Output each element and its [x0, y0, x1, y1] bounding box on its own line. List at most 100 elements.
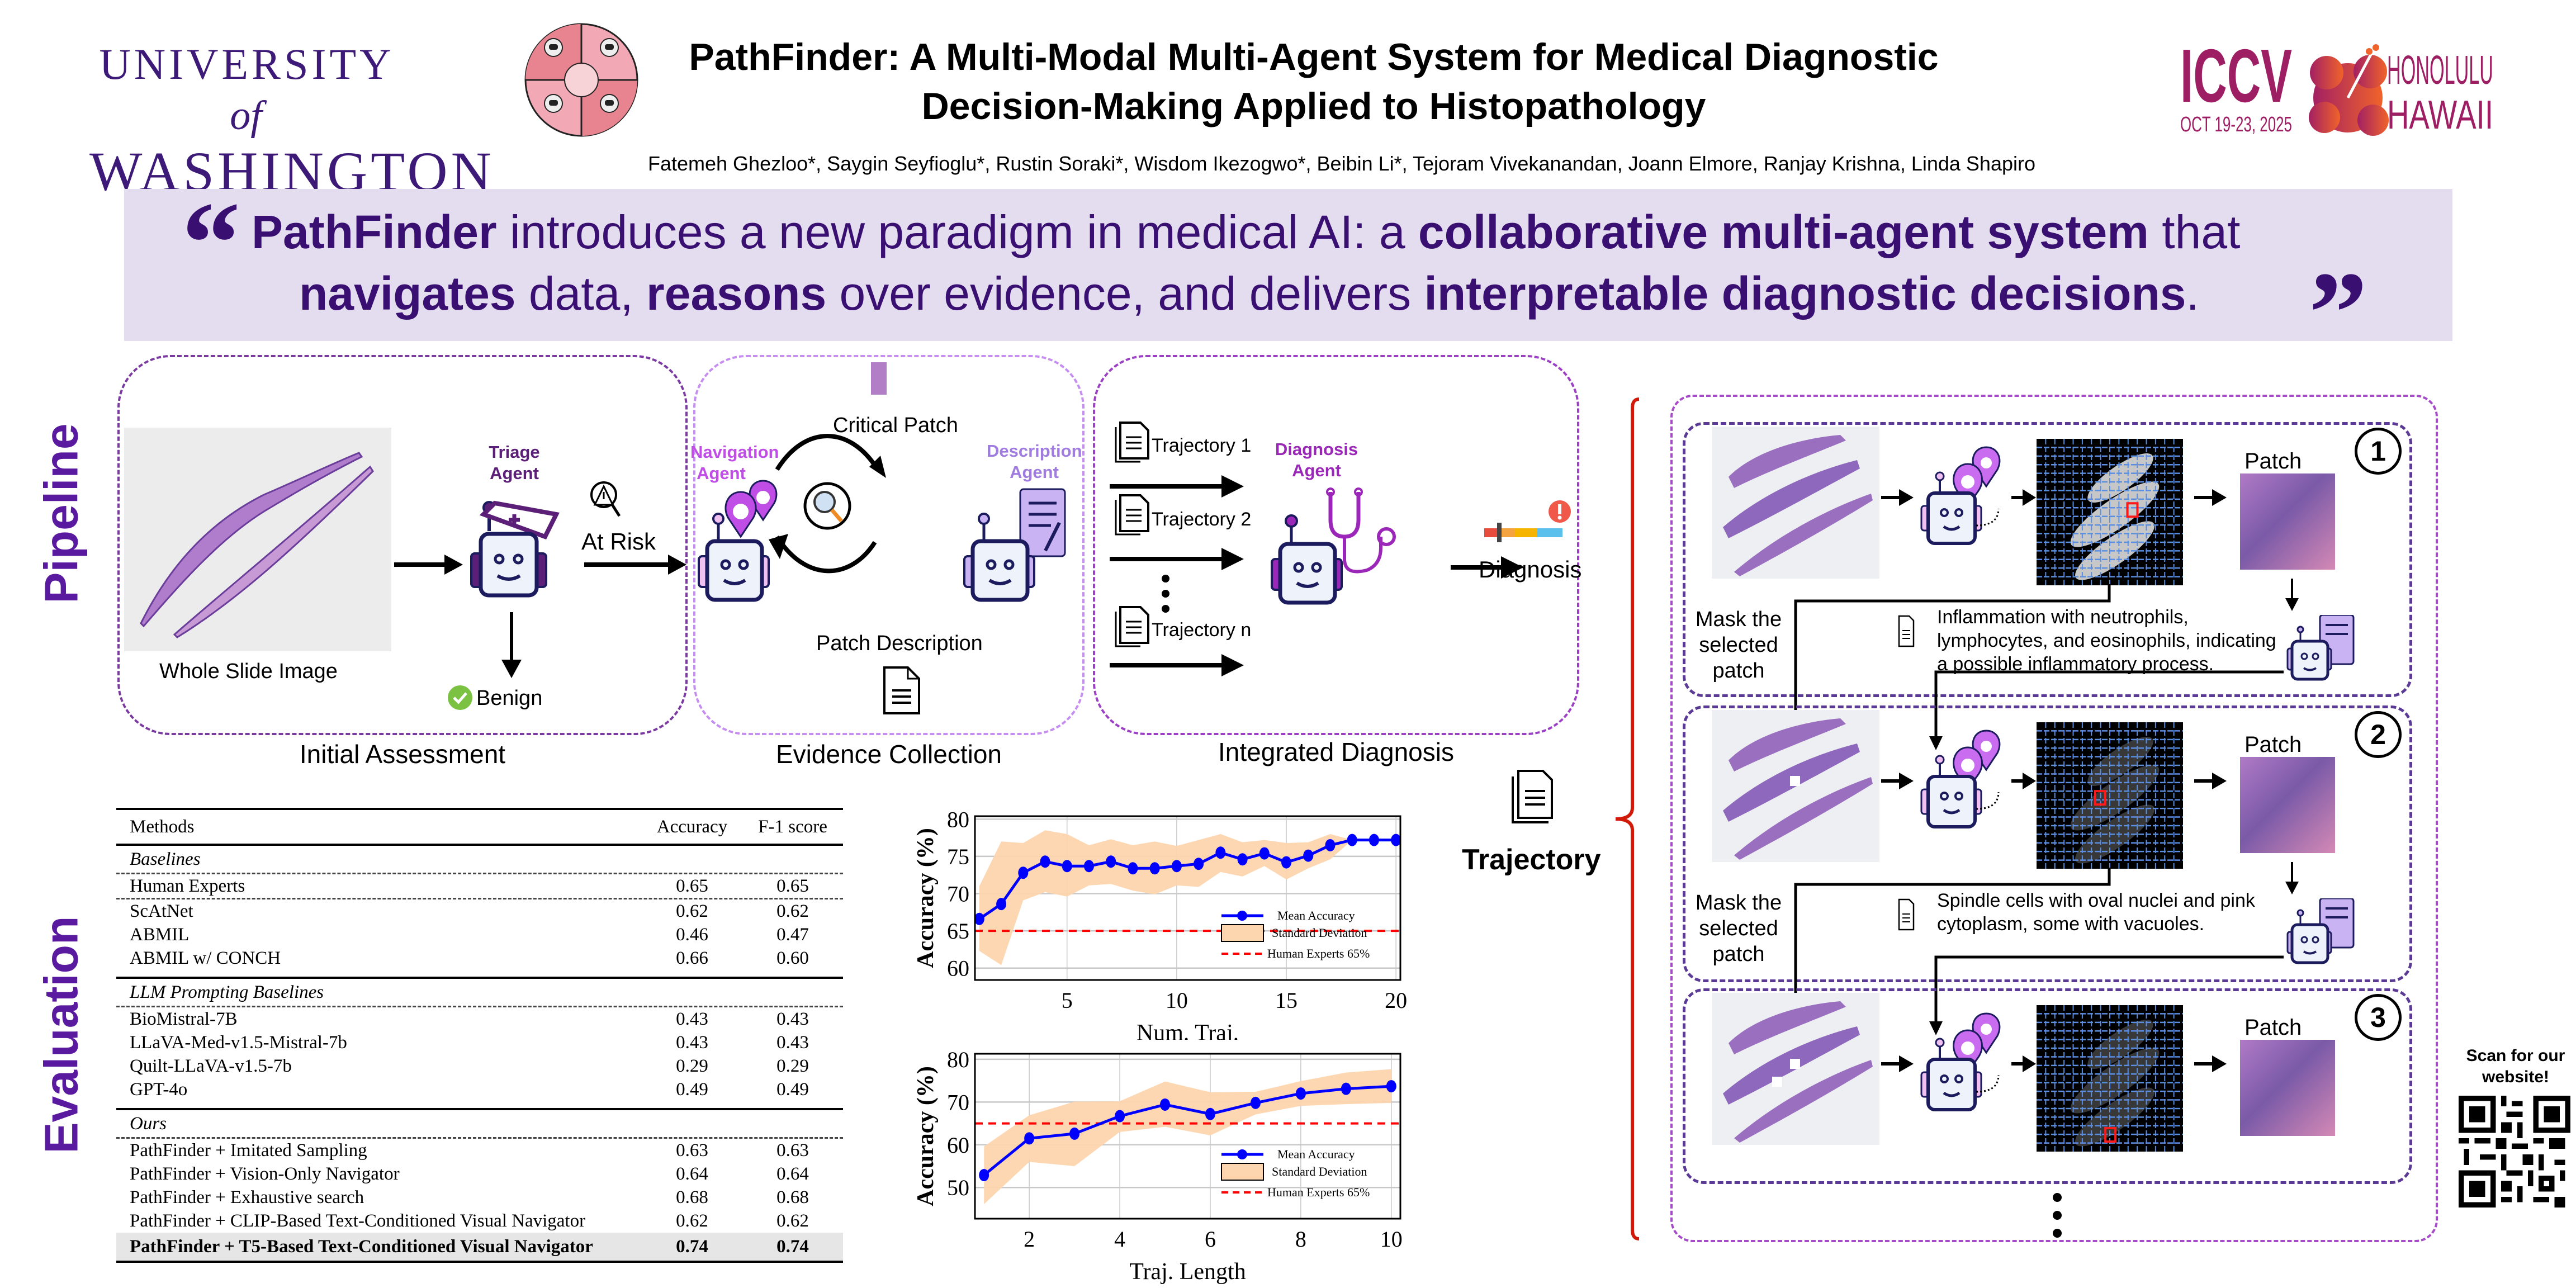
mean-accuracy-point [974, 912, 984, 925]
mask-line-3: patch [1712, 659, 1765, 683]
table-row: PathFinder + Vision-Only Navigator 0.64 0.… [116, 1162, 843, 1186]
mean-accuracy-point [1069, 1127, 1080, 1140]
patch-attention-grid [2037, 439, 2183, 585]
table-group-header: Ours [116, 1110, 843, 1137]
accuracy-cell: 0.74 [676, 1236, 708, 1257]
arrow-at-risk-icon [584, 555, 686, 575]
iccv-logo: ICCV OCT 19-23, 2025 HONOLULU HAWAII [2180, 39, 2493, 137]
iccv-name: ICCV [2180, 39, 2292, 118]
accuracy-cell: 0.29 [676, 1055, 708, 1076]
group-dashed-rule [116, 1137, 843, 1139]
qr-caption: Scan for our website! [2460, 1045, 2572, 1088]
step-number-badge: 2 [2355, 711, 2402, 758]
trajectory-1-arrow-icon [1110, 475, 1244, 498]
accuracy-cell: 0.64 [676, 1163, 708, 1184]
mean-accuracy-point [1205, 1107, 1215, 1120]
y-tick-label: 70 [947, 882, 969, 907]
quote-text-part: data, [515, 267, 647, 320]
more-trajectories-ellipsis-icon [1162, 575, 1169, 613]
description-document-icon [883, 666, 920, 714]
description-agent-label: Description Agent [987, 441, 1082, 483]
uw-logo-line1: UNIVERSITY [99, 40, 393, 88]
y-tick-label: 60 [947, 1133, 969, 1158]
arrow-to-describer-icon [2285, 579, 2299, 611]
f1-cell: 0.47 [776, 924, 809, 945]
plot-frame [974, 815, 1401, 981]
trajectory-brace-icon [1615, 397, 1640, 1240]
qr-caption-line1: Scan for our [2466, 1046, 2565, 1065]
poster-title: PathFinder: A Multi-Modal Multi-Agent Sy… [643, 32, 1985, 131]
diagnosis-agent-label: Diagnosis Agent [1266, 439, 1367, 481]
hibiscus-icon [2309, 44, 2389, 136]
university-of-washington-logo: UNIVERSITY of WASHINGTON [89, 39, 491, 202]
accuracy-cell: 0.62 [676, 901, 708, 921]
mean-accuracy-point [1194, 858, 1204, 870]
mask-line-1: Mask the [1695, 891, 1782, 915]
trajectory-n-document-icon [1115, 606, 1149, 647]
step-number-badge: 3 [2355, 994, 2402, 1041]
integrated-diagnosis-box [1093, 355, 1579, 735]
f1-cell: 0.64 [776, 1163, 809, 1184]
accuracy-cell: 0.46 [676, 924, 708, 945]
iccv-city: HONOLULU [2387, 48, 2493, 93]
selected-patch-marker [2126, 502, 2139, 518]
y-tick-label: 80 [947, 807, 969, 832]
selected-patch-image [2240, 757, 2335, 853]
evidence-collection-box [693, 355, 1085, 735]
masked-slide-graphic [1723, 1001, 1873, 1143]
method-cell: PathFinder + CLIP-Based Text-Conditioned… [130, 1210, 586, 1231]
website-qr-code[interactable] [2459, 1093, 2570, 1210]
mean-accuracy-point [1368, 834, 1379, 846]
initial-assessment-box [117, 355, 688, 735]
triage-agent-label-1: Triage [489, 442, 540, 462]
arrow-to-navigator-icon [1881, 773, 1914, 789]
mean-accuracy-point [1295, 1087, 1306, 1100]
mask-line-2: selected [1699, 917, 1778, 940]
x-axis-label: Traj. Length [1129, 1259, 1246, 1285]
group-name: Ours [130, 1113, 167, 1134]
plot-frame [974, 1053, 1401, 1220]
patch-description-label: Patch Description [816, 632, 983, 655]
diagnosis-severity-scale-icon [1484, 500, 1571, 542]
patch-description-text: Inflammation with neutrophils, lymphocyt… [1937, 607, 2276, 675]
group-name: LLM Prompting Baselines [130, 982, 324, 1002]
group-separator-rule [116, 977, 843, 979]
step-box [1683, 422, 2412, 697]
key-message-banner [124, 189, 2452, 341]
description-document-icon [1898, 615, 1915, 647]
patch-description-text: Spindle cells with oval nuclei and pink … [1937, 890, 2255, 935]
benign-check-icon [448, 685, 472, 710]
navigation-agent-robot-icon [698, 480, 778, 602]
description-agent-robot-icon [963, 488, 1066, 602]
y-tick-label: 70 [947, 1090, 969, 1115]
open-quote-mark: “ [182, 178, 240, 308]
y-tick-label: 50 [947, 1175, 969, 1200]
f1-cell: 0.60 [776, 948, 809, 968]
arrow-to-patch-icon [2194, 1055, 2227, 1072]
method-cell: PathFinder + Vision-Only Navigator [130, 1163, 400, 1184]
accuracy-cell: 0.68 [676, 1187, 708, 1208]
trajectory-1-label: Trajectory 1 [1152, 435, 1252, 456]
mask-line-1: Mask the [1695, 608, 1782, 631]
x-tick-label: 20 [1385, 988, 1407, 1013]
arrow-to-patch-icon [2194, 489, 2227, 506]
f1-cell: 0.63 [776, 1140, 809, 1161]
evidence-loop-arrows-icon [769, 434, 886, 574]
quote-text-part: introduces a new paradigm in medical AI:… [496, 206, 1418, 258]
description-agent-robot-icon [2286, 615, 2355, 681]
legend-mean-label: Mean Accuracy [1277, 1147, 1355, 1161]
table-header-row: Methods Accuracy F-1 score [116, 810, 843, 844]
integrated-diagnosis-caption: Integrated Diagnosis [1218, 737, 1454, 766]
f1-cell: 0.62 [776, 901, 809, 921]
arrow-to-triage-icon [394, 555, 463, 575]
quote-text-part: . [2186, 267, 2199, 320]
arrow-to-describer-icon [2285, 862, 2299, 894]
accuracy-cell: 0.65 [676, 875, 708, 896]
method-cell: Quilt-LLaVA-v1.5-7b [130, 1055, 292, 1076]
